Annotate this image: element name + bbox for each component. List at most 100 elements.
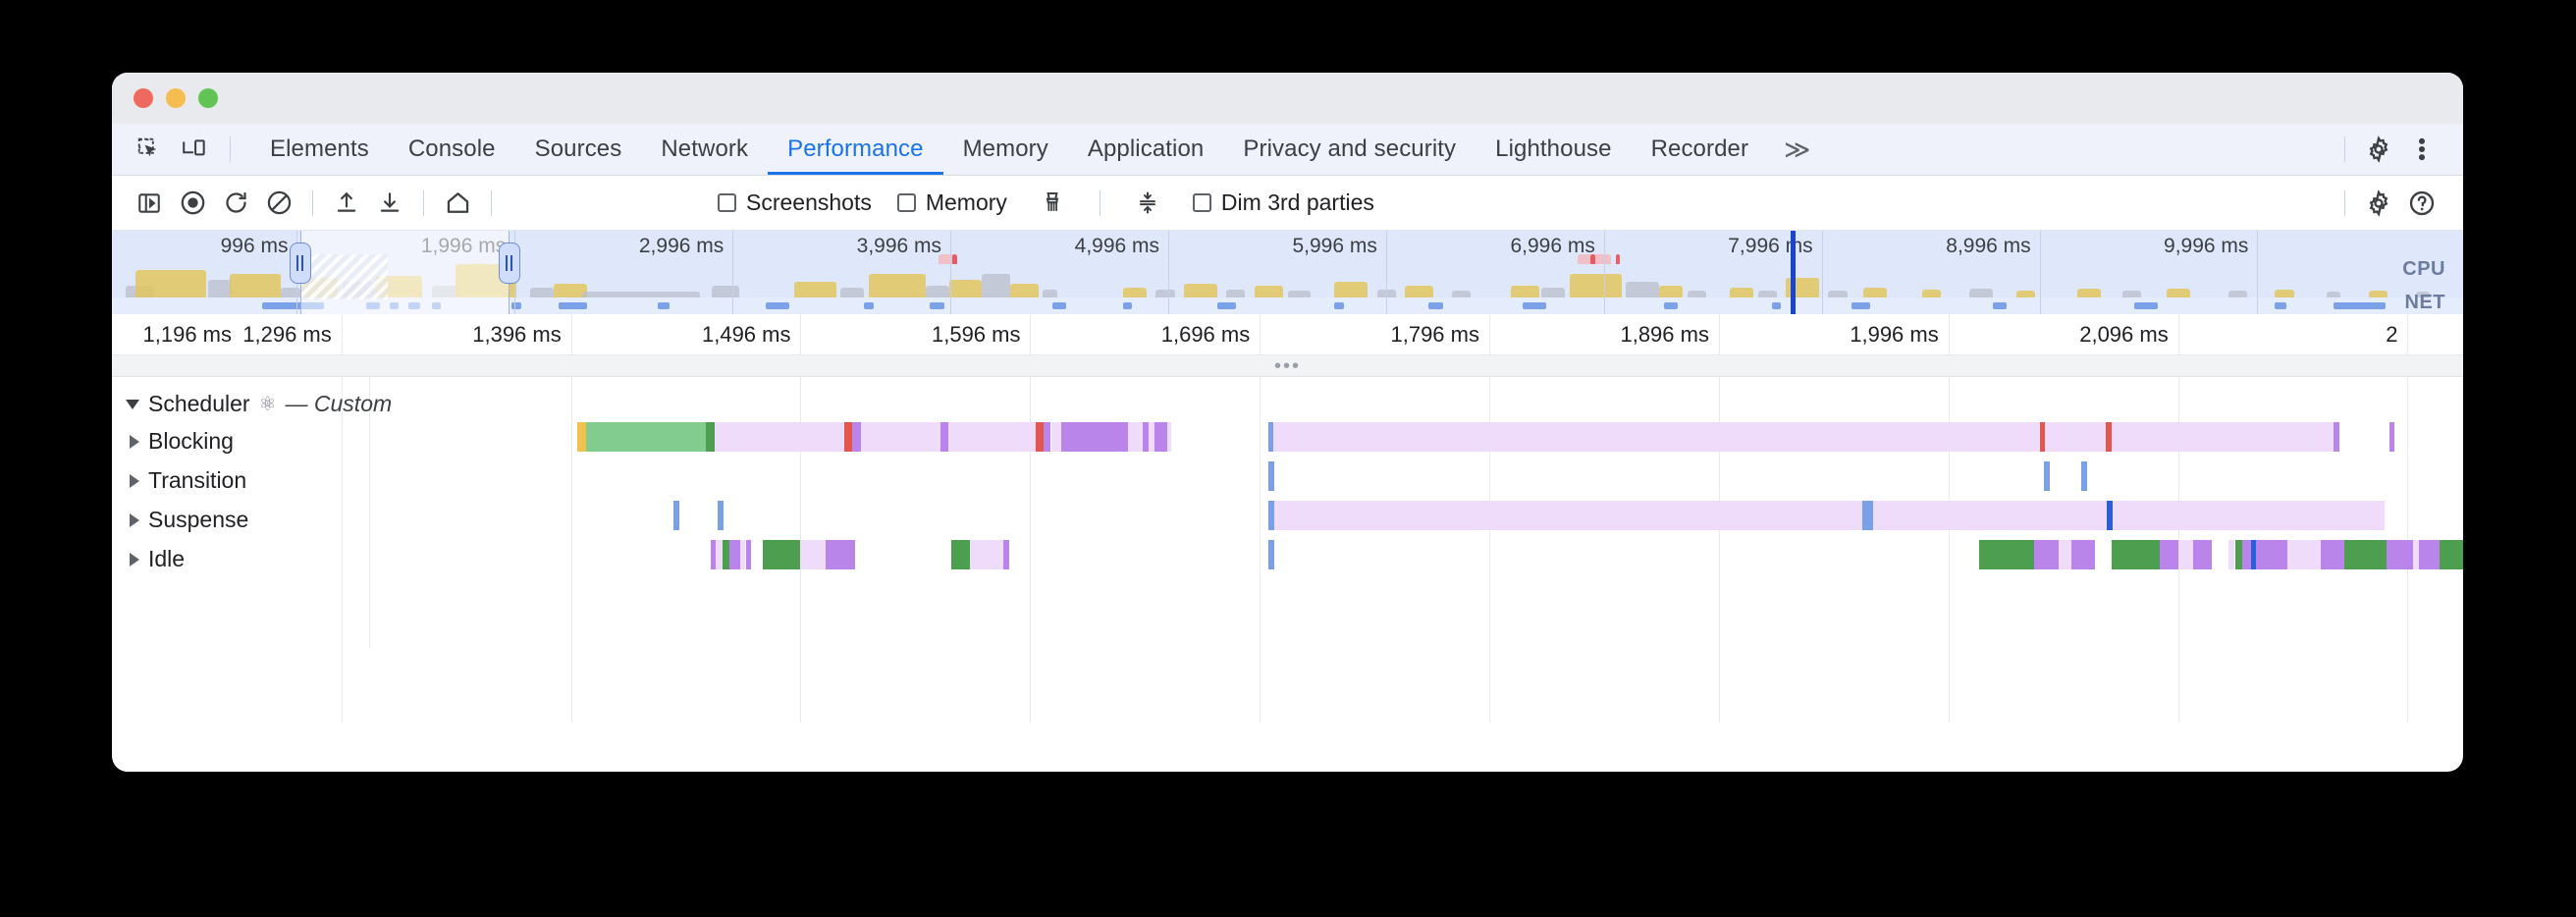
- overview-selected-range[interactable]: [299, 231, 510, 314]
- home-icon[interactable]: [438, 185, 477, 222]
- maximize-window-button[interactable]: [198, 88, 218, 108]
- chevron-right-icon[interactable]: [130, 434, 139, 449]
- flame-bar[interactable]: [1036, 422, 1044, 452]
- record-icon[interactable]: [173, 185, 212, 222]
- flame-bar[interactable]: [2039, 422, 2046, 452]
- flame-bar[interactable]: [2440, 540, 2463, 569]
- flame-bar[interactable]: [1873, 501, 2385, 530]
- tab-privacy-and-security[interactable]: Privacy and security: [1243, 135, 1457, 162]
- chevron-right-icon[interactable]: [130, 552, 139, 566]
- gear-icon[interactable]: [2359, 131, 2398, 168]
- flame-bar[interactable]: [2228, 540, 2235, 569]
- flame-bar[interactable]: [705, 422, 715, 452]
- tab-lighthouse[interactable]: Lighthouse: [1495, 135, 1612, 162]
- flame-bar[interactable]: [2192, 540, 2213, 569]
- clear-icon[interactable]: [259, 185, 298, 222]
- expand-collapse-icon[interactable]: [1128, 185, 1167, 222]
- flame-bar[interactable]: [1268, 540, 1274, 569]
- help-icon[interactable]: [2402, 185, 2442, 222]
- flame-bar[interactable]: [2287, 540, 2322, 569]
- tab-elements[interactable]: Elements: [270, 135, 369, 162]
- flame-bar[interactable]: [2343, 540, 2387, 569]
- flame-bar[interactable]: [2159, 540, 2178, 569]
- flame-bar[interactable]: [2418, 540, 2441, 569]
- track-row-suspense[interactable]: Suspense: [112, 507, 248, 533]
- flame-bar[interactable]: [2242, 540, 2251, 569]
- flame-bar[interactable]: [673, 501, 679, 530]
- flame-bar[interactable]: [825, 540, 855, 569]
- flame-bar[interactable]: [851, 422, 861, 452]
- flame-bar[interactable]: [710, 540, 717, 569]
- tab-sources[interactable]: Sources: [534, 135, 622, 162]
- flame-bar[interactable]: [1167, 422, 1172, 452]
- flame-bar[interactable]: [2250, 540, 2257, 569]
- timeline-resize-handle[interactable]: •••: [112, 355, 2463, 377]
- tab-memory[interactable]: Memory: [962, 135, 1048, 162]
- flame-bar[interactable]: [2234, 540, 2243, 569]
- timeline-overview[interactable]: 996 ms1,996 ms2,996 ms3,996 ms4,996 ms5,…: [112, 231, 2463, 314]
- flame-bar[interactable]: [2081, 461, 2087, 491]
- load-profile-icon[interactable]: [327, 185, 366, 222]
- flame-bar[interactable]: [714, 422, 845, 452]
- close-window-button[interactable]: [134, 88, 153, 108]
- tab-console[interactable]: Console: [407, 135, 496, 162]
- save-profile-icon[interactable]: [370, 185, 409, 222]
- flame-bar[interactable]: [739, 540, 746, 569]
- flame-bar[interactable]: [860, 422, 940, 452]
- flame-bar[interactable]: [1003, 540, 1009, 569]
- flame-bar[interactable]: [1050, 422, 1062, 452]
- flame-bar[interactable]: [586, 422, 706, 452]
- flame-bar[interactable]: [2033, 540, 2060, 569]
- flame-bar[interactable]: [1268, 422, 1274, 452]
- flame-bar[interactable]: [2321, 540, 2344, 569]
- capture-settings-gear-icon[interactable]: [2359, 185, 2398, 222]
- flame-bar[interactable]: [1268, 461, 1274, 491]
- checkbox-box[interactable]: [718, 193, 736, 212]
- flame-bar[interactable]: [1268, 501, 1274, 530]
- device-toolbar-icon[interactable]: [175, 131, 214, 168]
- flame-bar[interactable]: [939, 422, 948, 452]
- toggle-sidebar-icon[interactable]: [130, 185, 169, 222]
- flame-bar[interactable]: [2389, 422, 2395, 452]
- checkbox-box[interactable]: [896, 193, 916, 212]
- inspect-element-icon[interactable]: [130, 131, 169, 168]
- flame-bar[interactable]: [722, 540, 730, 569]
- flame-bar[interactable]: [2107, 501, 2113, 530]
- screenshots-checkbox[interactable]: Screenshots: [718, 189, 872, 216]
- chevron-down-icon[interactable]: [126, 399, 139, 409]
- flame-bar[interactable]: [1154, 422, 1168, 452]
- flame-bar[interactable]: [577, 422, 587, 452]
- overview-range-handle-right[interactable]: [498, 243, 520, 284]
- flame-bar[interactable]: [718, 501, 724, 530]
- dim-3rd-parties-checkbox[interactable]: Dim 3rd parties: [1192, 189, 1374, 216]
- flame-bar[interactable]: [1979, 540, 2034, 569]
- track-row-blocking[interactable]: Blocking: [112, 428, 234, 455]
- flame-bar[interactable]: [1862, 501, 1868, 530]
- flame-bar[interactable]: [800, 540, 826, 569]
- flame-bar[interactable]: [716, 540, 723, 569]
- track-group-scheduler[interactable]: Scheduler ⚛ — Custom: [112, 391, 392, 417]
- flame-bar[interactable]: [2177, 540, 2193, 569]
- tab-performance[interactable]: Performance: [768, 124, 943, 175]
- flame-bar[interactable]: [2106, 422, 2112, 452]
- flame-bar[interactable]: [2386, 540, 2414, 569]
- flame-bar[interactable]: [2256, 540, 2288, 569]
- chevron-right-icon[interactable]: [130, 473, 139, 488]
- track-row-transition[interactable]: Transition: [112, 467, 246, 494]
- tab-network[interactable]: Network: [661, 135, 749, 162]
- flame-bar[interactable]: [2059, 540, 2072, 569]
- flame-bar[interactable]: [1143, 422, 1149, 452]
- flame-bar[interactable]: [2111, 422, 2334, 452]
- flame-bar[interactable]: [2333, 422, 2340, 452]
- flame-bar[interactable]: [2044, 461, 2050, 491]
- flame-bar[interactable]: [2071, 540, 2095, 569]
- chevron-right-icon[interactable]: [130, 512, 139, 527]
- flame-bar[interactable]: [1043, 422, 1051, 452]
- more-tabs-icon[interactable]: ≫: [1784, 134, 1811, 164]
- flame-bar[interactable]: [1273, 422, 2040, 452]
- flame-bar[interactable]: [1273, 501, 1863, 530]
- flame-bar[interactable]: [729, 540, 740, 569]
- overview-range-handle-left[interactable]: [289, 243, 311, 284]
- flame-bar[interactable]: [844, 422, 852, 452]
- tab-application[interactable]: Application: [1087, 135, 1205, 162]
